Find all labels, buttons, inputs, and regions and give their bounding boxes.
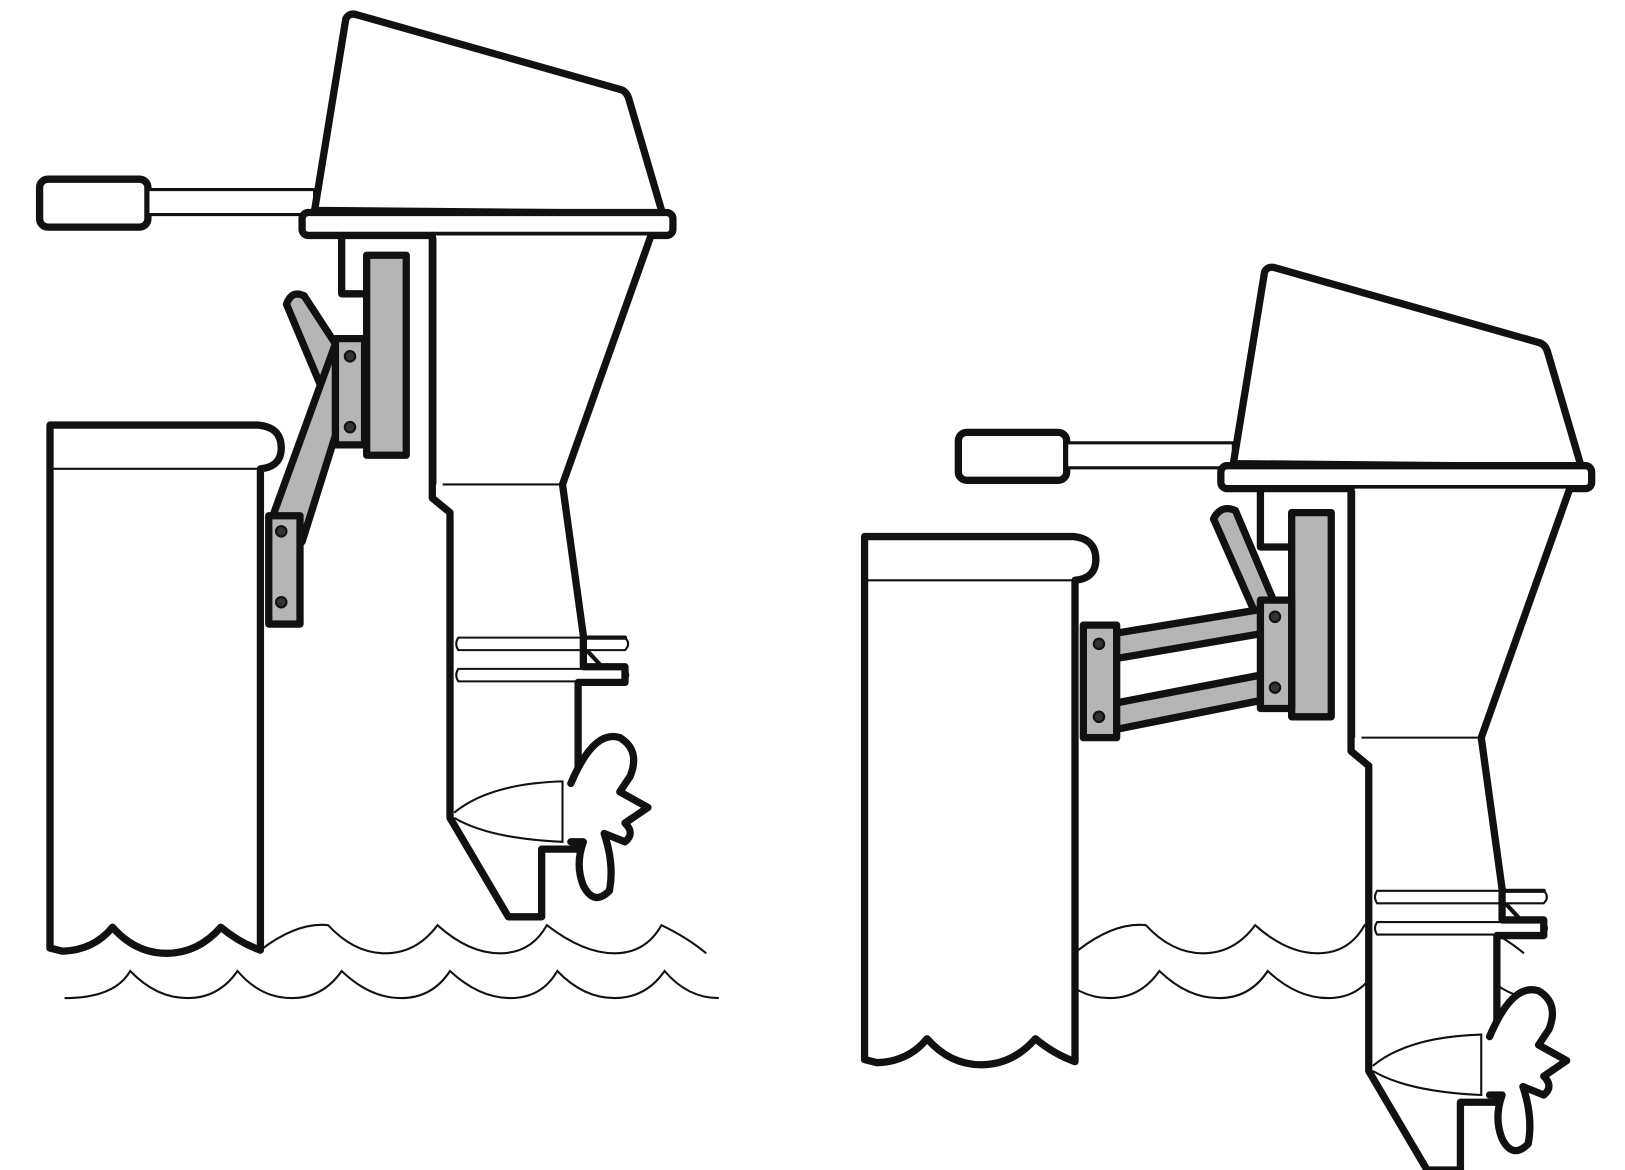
panel-motor-raised <box>40 14 720 1000</box>
motor-bracket <box>265 251 410 628</box>
panel-motor-lowered <box>865 267 1592 1170</box>
boat-transom <box>50 425 281 953</box>
boat-transom <box>865 537 1096 1065</box>
motor-bracket <box>1079 505 1335 742</box>
